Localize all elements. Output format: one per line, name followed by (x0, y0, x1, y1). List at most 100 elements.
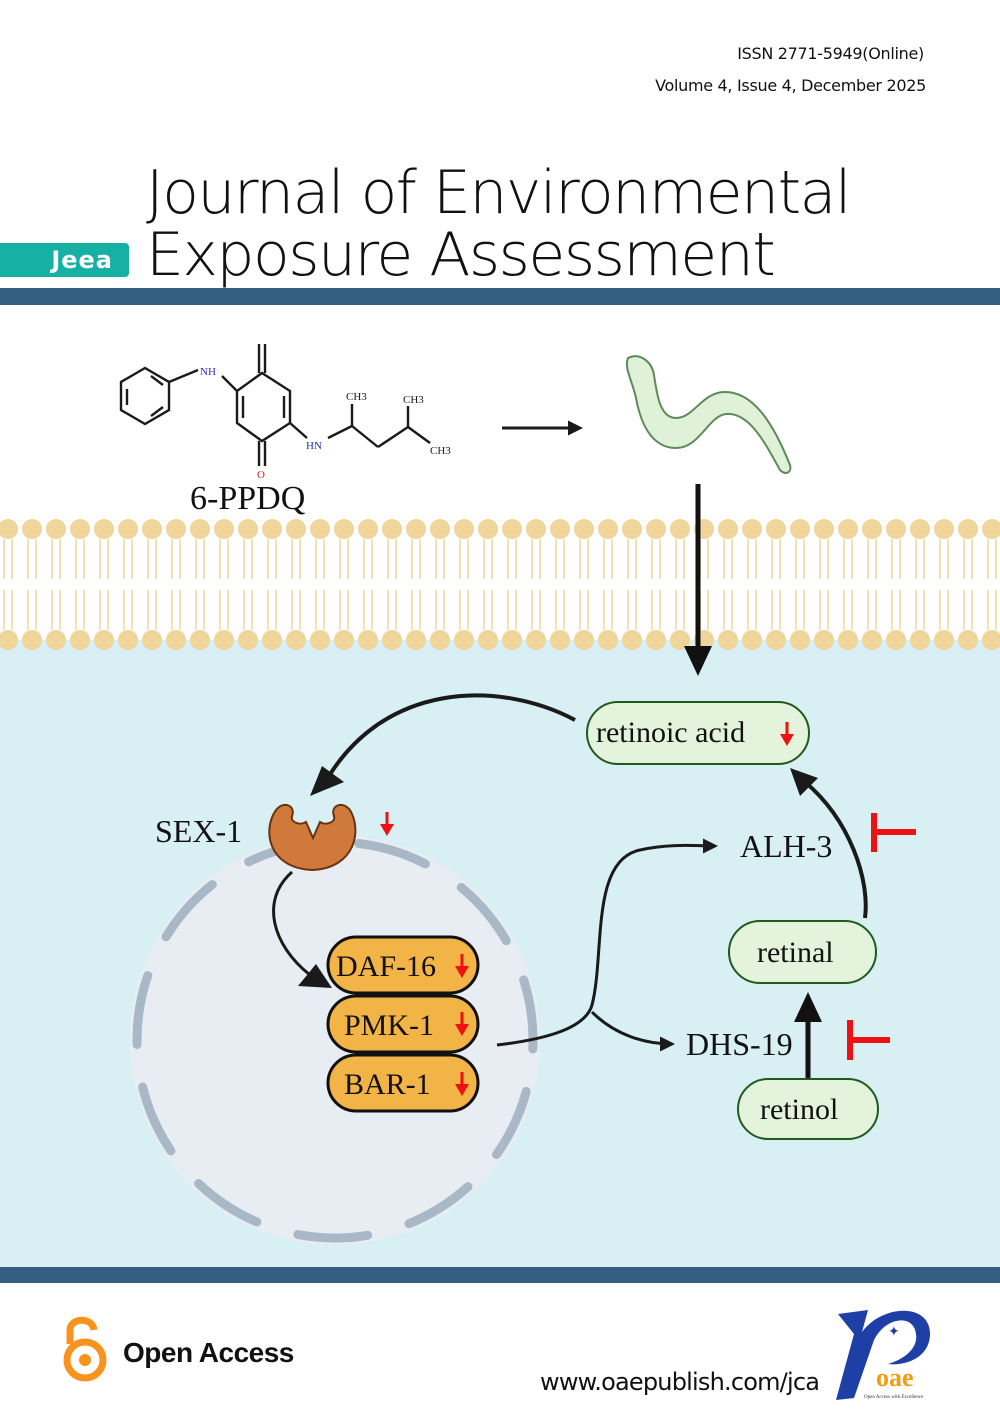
sex1-receptor-icon (268, 803, 357, 872)
node-bar1: BAR-1 (344, 1068, 431, 1101)
lipid-top (165, 518, 187, 580)
node-dhs19: DHS-19 (686, 1026, 793, 1062)
lipid-bottom (549, 589, 571, 651)
lipid-bottom (333, 589, 355, 651)
lipid-bottom (909, 589, 931, 651)
nuclear-pore-segment (404, 1182, 473, 1229)
lipid-bottom (69, 589, 91, 651)
lipid-bottom (669, 589, 691, 651)
lipid-bottom (981, 589, 1000, 651)
lipid-top (813, 518, 835, 580)
nuclear-pore-segment (132, 971, 153, 1050)
lipid-top (885, 518, 907, 580)
lipid-bottom (141, 589, 163, 651)
lipid-top (213, 518, 235, 580)
issn-text: ISSN 2771-5949(Online) (737, 44, 924, 63)
publisher-url-link[interactable]: www.oaepublish.com/jca (540, 1368, 820, 1396)
lipid-top (525, 518, 547, 580)
atom-ch3-c: CH3 (430, 445, 451, 457)
node-pmk1-box (326, 994, 480, 1054)
lipid-top (957, 518, 979, 580)
lipid-bottom (741, 589, 763, 651)
volume-issue-text: Volume 4, Issue 4, December 2025 (655, 76, 926, 95)
lipid-top (741, 518, 763, 580)
lipid-top (45, 518, 67, 580)
open-access-lock-icon (63, 1316, 107, 1382)
lipid-bottom (381, 589, 403, 651)
lipid-top (501, 518, 523, 580)
lipid-bottom (573, 589, 595, 651)
lipid-bottom (597, 589, 619, 651)
lipid-bottom (405, 589, 427, 651)
lipid-bottom (237, 589, 259, 651)
arrow-ra-to-sex1-head (310, 766, 344, 796)
lipid-bottom (933, 589, 955, 651)
journal-title-line2: Exposure Assessment (146, 220, 776, 290)
lipid-top (621, 518, 643, 580)
lipid-top (597, 518, 619, 580)
oae-logo-text: oae (876, 1363, 914, 1392)
lipid-top (477, 518, 499, 580)
node-retinol: retinol (760, 1093, 838, 1126)
lipid-top (837, 518, 859, 580)
lipid-top (645, 518, 667, 580)
lipid-top (309, 518, 331, 580)
atom-hn: HN (306, 440, 322, 452)
lipid-top (285, 518, 307, 580)
arrow-sex1-to-daf16 (272, 870, 311, 977)
node-retinol-box (737, 1078, 879, 1140)
journal-logo-badge: Jeea (0, 243, 129, 277)
arrow-retinol-to-retinal-head (794, 992, 822, 1022)
graphical-abstract-figure: NH HN O CH3 CH3 CH3 6-PPDQ retinoic acid… (0, 344, 1000, 1267)
lipid-top (93, 518, 115, 580)
lipid-bottom (93, 589, 115, 651)
lipid-bottom (765, 589, 787, 651)
node-pmk1: PMK-1 (344, 1009, 434, 1042)
journal-title-line1: Journal of Environmental (146, 158, 852, 228)
lipid-top (381, 518, 403, 580)
nuclear-pore-segment (456, 882, 511, 946)
lipid-bottom (813, 589, 835, 651)
atom-ch3-b: CH3 (403, 394, 424, 406)
node-daf16-box (326, 935, 480, 995)
node-retinoic-acid: retinoic acid (596, 716, 745, 749)
lipid-bottom (885, 589, 907, 651)
lipid-top (237, 518, 259, 580)
lipid-top (789, 518, 811, 580)
lipid-bottom (861, 589, 883, 651)
lipid-bottom (117, 589, 139, 651)
nematode-worm-icon (626, 355, 792, 474)
arrow-genes-link (496, 838, 718, 1047)
lipid-bottom (285, 589, 307, 651)
lipid-top (981, 518, 1000, 580)
atom-o-bottom: O (257, 469, 265, 481)
nuclear-pore-segment (491, 1086, 531, 1160)
lipid-bottom (0, 589, 19, 651)
nuclear-pore-segment (194, 1179, 262, 1227)
node-retinal-box (728, 920, 877, 984)
node-sex1: SEX-1 (155, 813, 242, 849)
lipid-bottom (453, 589, 475, 651)
lipid-bottom (165, 589, 187, 651)
nuclear-pore-segment (293, 1229, 373, 1243)
arrow-retinal-to-ra-head (790, 768, 818, 796)
atom-ch3-a: CH3 (346, 391, 367, 403)
nuclear-pore-segment (138, 1082, 176, 1156)
arrow-sex1-to-daf16-head (298, 964, 332, 988)
lipid-bottom (45, 589, 67, 651)
lipid-bottom (957, 589, 979, 651)
compound-label: 6-PPDQ (190, 480, 305, 517)
node-daf16: DAF-16 (336, 950, 436, 983)
lipid-top (669, 518, 691, 580)
lipid-top (861, 518, 883, 580)
lipid-top (933, 518, 955, 580)
lipid-top (117, 518, 139, 580)
node-retinal: retinal (757, 936, 834, 969)
lipid-bottom (525, 589, 547, 651)
lipid-top (0, 518, 19, 580)
lipid-top (261, 518, 283, 580)
nuclear-pore-segment (519, 975, 538, 1054)
nuclear-pore-segment (354, 838, 430, 869)
lipid-top (765, 518, 787, 580)
lipid-top (69, 518, 91, 580)
